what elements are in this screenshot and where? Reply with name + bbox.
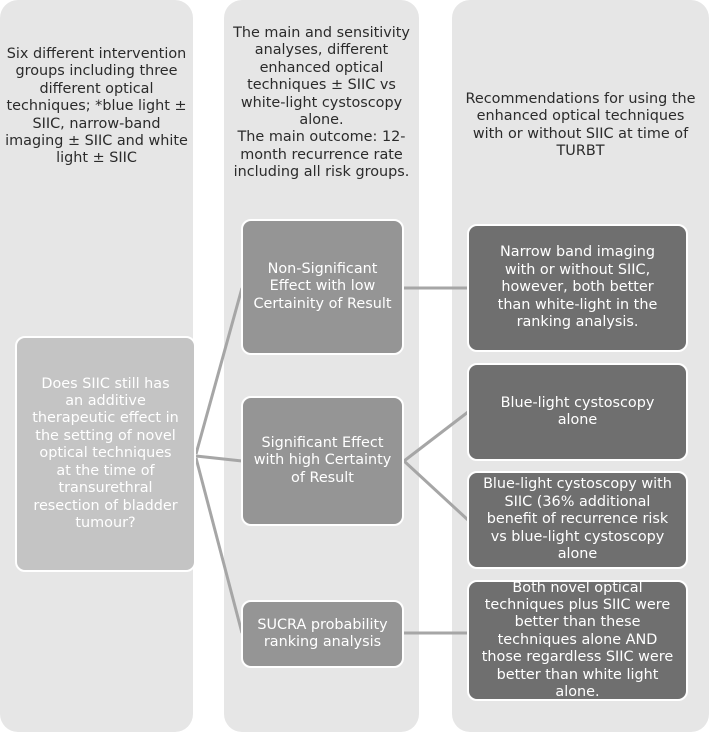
blue-light-with-siic-box: Blue-light cystoscopy with SIIC (36% add… <box>467 471 688 569</box>
significant-effect-box: Significant Effect with high Certainty o… <box>241 396 404 526</box>
connector-question-to-significant <box>195 454 243 463</box>
right-column-header: Recommendations for using the enhanced o… <box>465 91 696 160</box>
blue-light-alone-box: Blue-light cystoscopy alone <box>467 363 688 461</box>
both-novel-techniques-box: Both novel optical techniques plus SIIC … <box>467 580 688 701</box>
connector-question-to-nonsignificant <box>194 287 244 455</box>
research-question-box: Does SIIC still has an additive therapeu… <box>15 336 196 572</box>
connector-question-to-sucra <box>194 457 244 634</box>
connector-significant-to-bluelight <box>403 410 469 463</box>
sucra-ranking-box: SUCRA probability ranking analysis <box>241 600 404 668</box>
left-column-header: Six different intervention groups includ… <box>5 46 188 167</box>
narrow-band-imaging-box: Narrow band imaging with or without SIIC… <box>467 224 688 352</box>
middle-column-header: The main and sensitivity analyses, diffe… <box>233 25 410 181</box>
non-significant-effect-box: Non-Significant Effect with low Certaini… <box>241 219 404 355</box>
connector-significant-to-bluelight-siic <box>402 459 470 522</box>
